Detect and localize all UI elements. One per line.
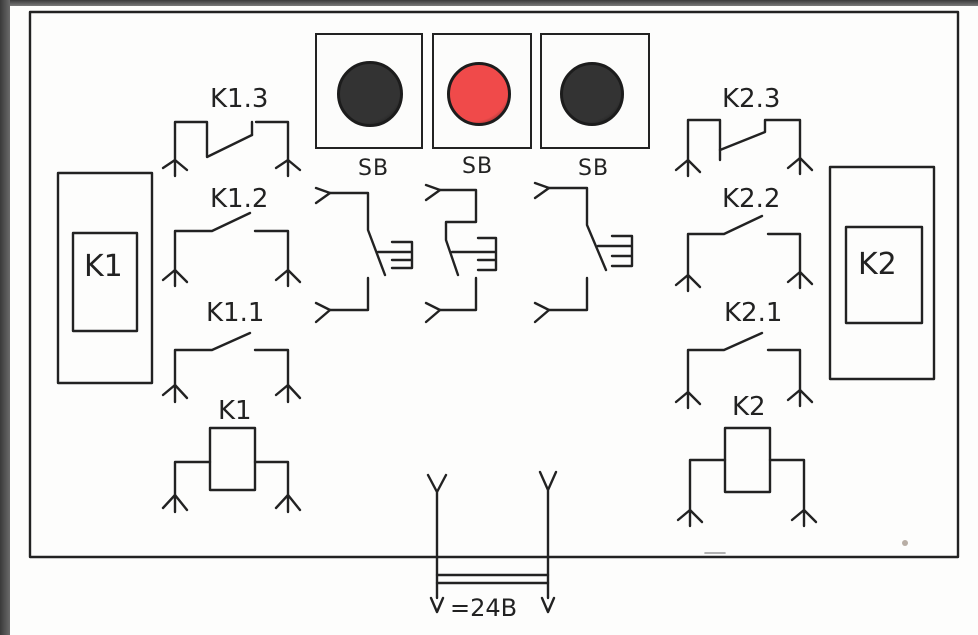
- label-k1-coil: K1: [218, 396, 252, 426]
- switch-sb-3[interactable]: [533, 181, 634, 324]
- board-outline: [28, 10, 960, 559]
- contact-k1-1[interactable]: [161, 331, 302, 404]
- label-supply-voltage: =24B: [450, 594, 518, 622]
- label-sb-2: SB: [462, 154, 494, 179]
- label-k2-2: K2.2: [722, 184, 781, 214]
- label-k2-1: K2.1: [724, 298, 783, 328]
- label-k1-1: K1.1: [206, 298, 265, 328]
- monitor-bezel-top: [0, 0, 978, 6]
- label-k1-3: K1.3: [210, 84, 269, 114]
- contact-k1-3[interactable]: [161, 120, 302, 178]
- contact-k1-2[interactable]: [161, 211, 302, 288]
- button-box-2: [432, 33, 532, 149]
- label-k2-coil: K2: [732, 392, 766, 422]
- relay-k1-label-box: [71, 231, 139, 333]
- relay-k2-label-box: [844, 225, 924, 325]
- label-relay-k1: K1: [84, 249, 123, 284]
- coil-k2[interactable]: [676, 426, 818, 528]
- push-button-3[interactable]: [560, 62, 624, 126]
- push-button-1[interactable]: [337, 61, 403, 127]
- switch-sb-1[interactable]: [314, 186, 414, 324]
- label-k2-3: K2.3: [722, 84, 781, 114]
- label-sb-1: SB: [358, 156, 390, 181]
- switch-sb-2[interactable]: [424, 183, 498, 324]
- monitor-bezel-left: [0, 0, 10, 635]
- button-box-1: [315, 33, 423, 149]
- relay-k2-housing: [828, 165, 936, 381]
- label-k1-2: K1.2: [210, 184, 269, 214]
- label-relay-k2: K2: [858, 247, 897, 282]
- supply-terminals[interactable]: [426, 470, 558, 614]
- button-box-3: [540, 33, 650, 149]
- contact-k2-1[interactable]: [674, 331, 814, 410]
- label-sb-3: SB: [578, 156, 610, 181]
- contact-k2-2[interactable]: [674, 214, 814, 293]
- push-button-2[interactable]: [447, 62, 511, 126]
- contact-k2-3[interactable]: [674, 118, 814, 178]
- coil-k1[interactable]: [161, 426, 302, 514]
- relay-k1-housing: [56, 171, 154, 385]
